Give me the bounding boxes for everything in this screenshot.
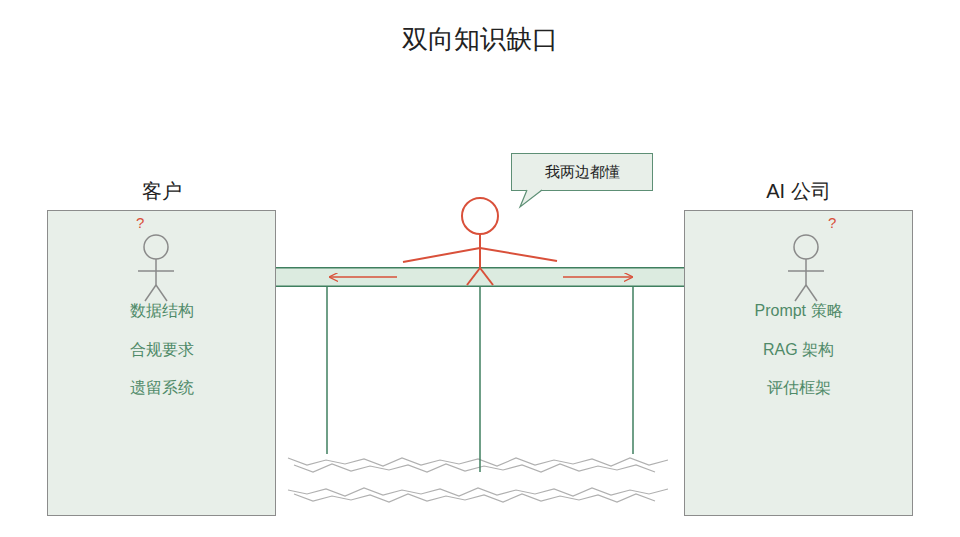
pillar — [326, 287, 328, 454]
body — [155, 259, 157, 285]
water — [288, 458, 668, 502]
speech-bubble: 我两边都懂 — [511, 153, 653, 191]
item-text: 数据结构 — [48, 299, 275, 323]
arm — [403, 248, 480, 262]
leg — [480, 268, 493, 285]
arrow-to-from — [330, 276, 397, 278]
body — [479, 234, 481, 268]
question-mark: ? — [136, 214, 144, 232]
item-text: 评估框架 — [685, 376, 912, 400]
item-text: 遗留系统 — [48, 376, 275, 400]
arms — [788, 270, 824, 272]
box-heading: 客户 — [48, 179, 275, 203]
box-heading: AI 公司 — [685, 179, 912, 203]
party-box: AI 公司Prompt 策略RAG 架构评估框架 — [684, 210, 913, 516]
leg — [806, 285, 817, 301]
tail-outline — [520, 190, 542, 207]
bubble-tail — [520, 190, 542, 208]
question-mark: ? — [828, 214, 836, 232]
leg — [156, 285, 167, 301]
water-ripple — [288, 488, 668, 496]
bridge-pillars — [327, 287, 633, 472]
pillar — [632, 287, 634, 454]
leg — [467, 268, 480, 285]
ai-company-figure — [788, 235, 824, 301]
tail-fill — [520, 190, 542, 208]
plank-fill — [276, 269, 684, 286]
water-ripple — [294, 494, 655, 502]
leg — [795, 285, 806, 301]
arm — [480, 248, 557, 261]
item-text: RAG 架构 — [685, 338, 912, 362]
arrow-to-to — [563, 276, 632, 278]
item-text: Prompt 策略 — [685, 299, 912, 323]
bridge-connector — [276, 277, 684, 278]
water-ripple — [294, 464, 655, 472]
item-text: 合规要求 — [48, 338, 275, 362]
head — [144, 235, 168, 259]
pillar — [479, 287, 481, 472]
head — [462, 198, 498, 234]
bubble-text: 我两边都懂 — [512, 160, 652, 184]
leg — [145, 285, 156, 301]
bridge-person — [403, 198, 557, 285]
party-box: 客户数据结构合规要求遗留系统 — [47, 210, 276, 516]
diagram-title: 双向知识缺口 — [0, 22, 960, 57]
customer-figure — [138, 235, 174, 301]
head — [794, 235, 818, 259]
body — [805, 259, 807, 285]
plank-outline — [276, 267, 684, 287]
arms — [138, 270, 174, 272]
water-ripple — [288, 458, 668, 466]
